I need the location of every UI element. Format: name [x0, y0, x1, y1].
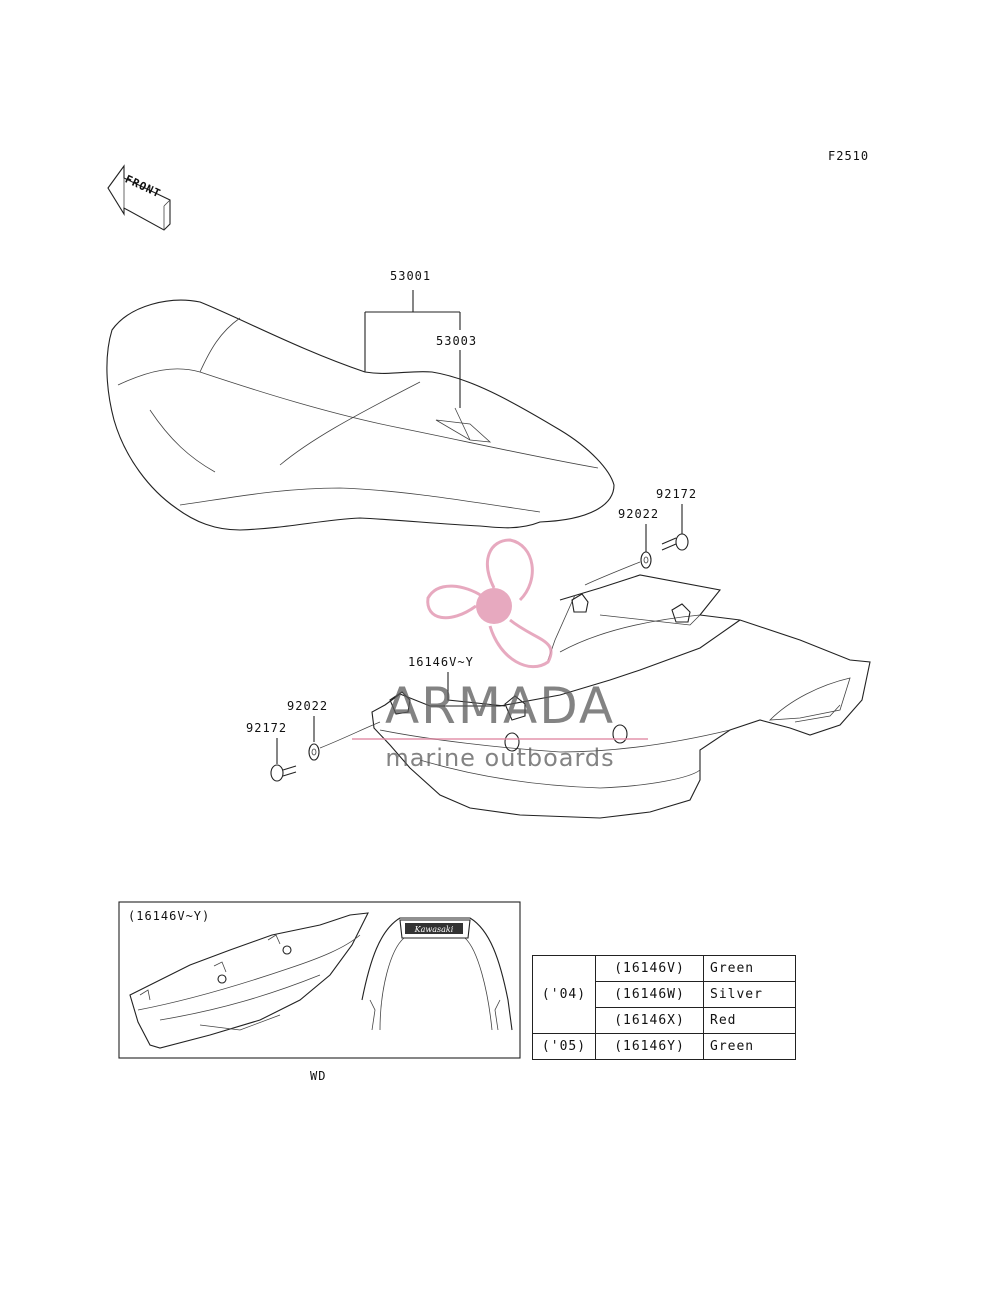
label-92022-left: 92022: [287, 699, 328, 713]
kawasaki-emblem-text: Kawasaki: [414, 925, 454, 934]
color-cell: Silver: [703, 981, 796, 1008]
washer-icon: [640, 551, 652, 569]
seat-drawing: [106, 299, 615, 531]
color-cell: Green: [703, 955, 796, 982]
label-92172-left: 92172: [246, 721, 287, 735]
label-92172-right: 92172: [656, 487, 697, 501]
table-row: (16146W) Silver: [533, 981, 796, 1008]
inset-rear-view-drawing: Kawasaki: [361, 917, 513, 1031]
watermark-title: ARMADA: [384, 677, 616, 735]
watermark-divider: [352, 738, 648, 740]
inset-caption: WD: [310, 1069, 326, 1083]
label-16146: 16146V~Y: [408, 655, 474, 669]
armada-logo-icon: [426, 538, 553, 669]
inset-title: (16146V~Y): [128, 909, 210, 923]
table-row: (16146X) Red: [533, 1007, 796, 1034]
inset-frame: [118, 901, 521, 1059]
code-cell: (16146X): [595, 1007, 704, 1034]
label-53003: 53003: [436, 334, 477, 348]
table-row: ('04) (16146V) Green: [532, 955, 796, 1034]
code-cell: (16146W): [595, 981, 704, 1008]
year-cell: ('04): [532, 955, 596, 1034]
side-cover-drawing: [371, 574, 871, 819]
color-cell: Green: [703, 1033, 796, 1060]
bolt-icon: [661, 533, 689, 551]
washer-icon: [308, 743, 320, 761]
code-cell: (16146Y): [595, 1033, 704, 1060]
code-cell: (16146V): [595, 955, 704, 982]
bolt-icon: [270, 764, 297, 782]
label-92022-right: 92022: [618, 507, 659, 521]
color-cell: Red: [703, 1007, 796, 1034]
label-53001: 53001: [390, 269, 431, 283]
inset-side-cover-drawing: [129, 912, 369, 1049]
variant-table: ('04) (16146V) Green (16146W) Silver (16…: [532, 955, 796, 1060]
front-arrow-icon: FRONT: [107, 164, 171, 231]
watermark-subtitle: marine outboards: [385, 744, 615, 772]
year-cell: ('05): [532, 1033, 596, 1060]
figure-code: F2510: [828, 149, 869, 163]
table-row: ('05) (16146Y) Green: [532, 1033, 796, 1060]
front-arrow-label: FRONT: [123, 173, 163, 201]
